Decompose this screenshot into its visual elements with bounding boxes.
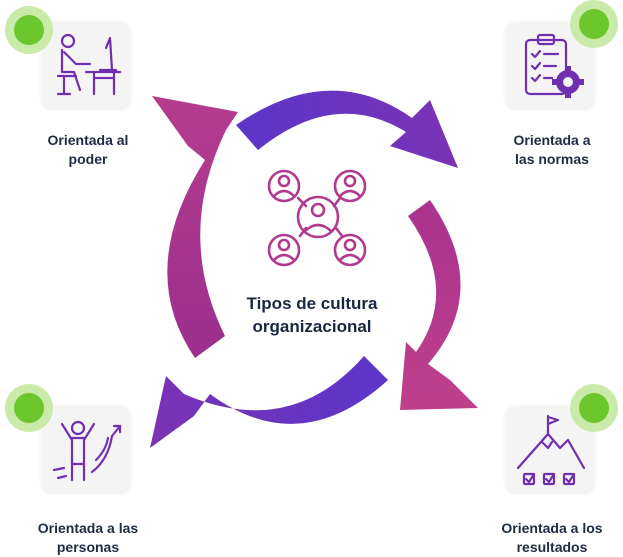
center-title: Tipos de cultura organizacional [222, 292, 402, 338]
center-title-line2: organizacional [252, 317, 372, 336]
clipboard-gear-icon [524, 33, 584, 98]
arrow-bottom [150, 356, 388, 448]
label-poder: Orientada al poder [47, 132, 129, 167]
status-dot-poder [5, 6, 53, 54]
label-normas: Orientada a las normas [513, 132, 591, 167]
arrow-right [400, 200, 478, 410]
person-celebrating-icon [52, 420, 122, 482]
status-dot-resultados [570, 384, 618, 432]
status-dot-personas [5, 384, 53, 432]
card-poder [42, 22, 130, 108]
person-at-desk-icon [56, 33, 122, 96]
label-resultados: Orientada a los resultados [501, 520, 603, 555]
card-personas [42, 406, 130, 492]
network-icon [267, 169, 367, 267]
status-dot-normas [570, 0, 618, 48]
center-title-line1: Tipos de cultura [246, 294, 378, 313]
arrow-left [152, 96, 238, 358]
arrow-top [236, 90, 458, 168]
mountain-goal-icon [516, 414, 586, 486]
label-personas: Orientada a las personas [37, 520, 139, 555]
